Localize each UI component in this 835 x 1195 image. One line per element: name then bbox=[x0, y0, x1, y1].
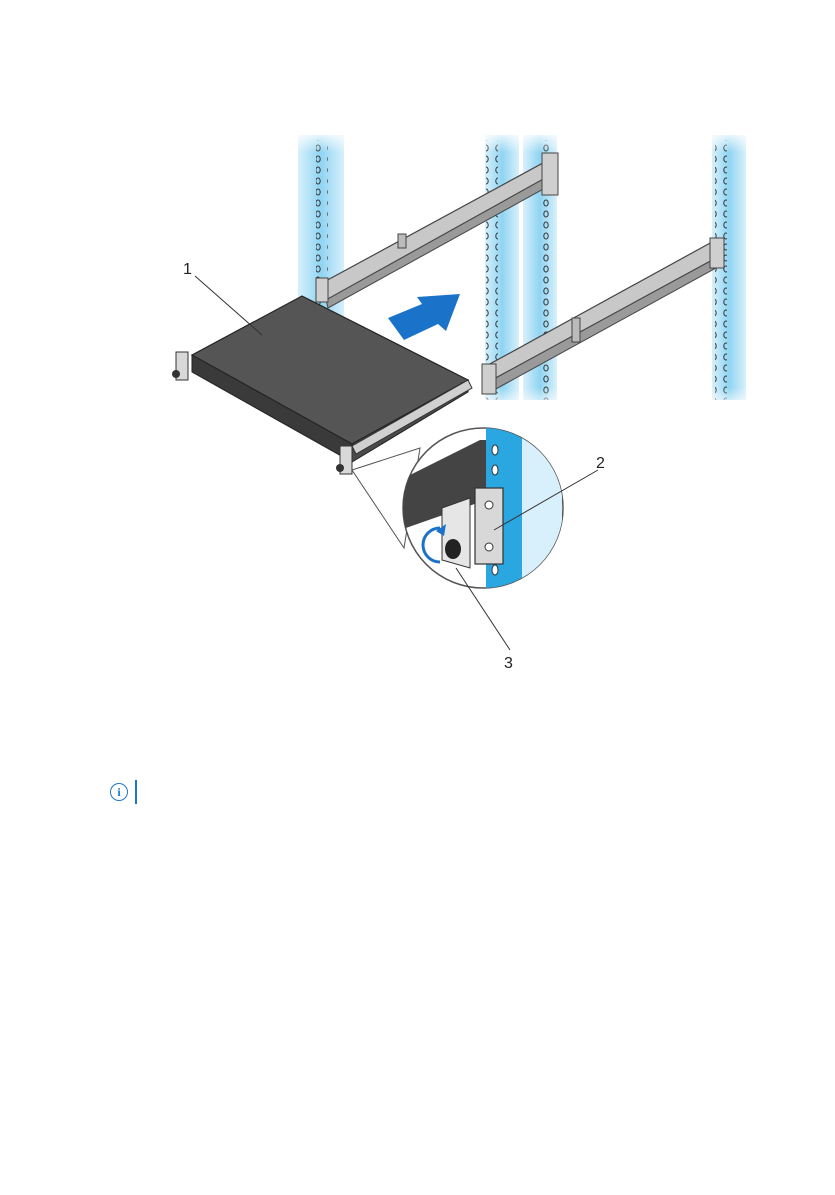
rack-illustration: 1 2 3 bbox=[0, 0, 835, 700]
note-block: i bbox=[110, 780, 145, 804]
callout-2: 2 bbox=[596, 455, 605, 472]
note-divider bbox=[135, 780, 137, 804]
rack-installation-figure: 1 2 3 bbox=[0, 0, 835, 700]
callout-1-leader bbox=[195, 276, 262, 335]
info-icon: i bbox=[110, 783, 128, 801]
callout-1: 1 bbox=[183, 261, 192, 278]
zoom-detail bbox=[352, 420, 563, 600]
callout-3: 3 bbox=[504, 655, 513, 672]
